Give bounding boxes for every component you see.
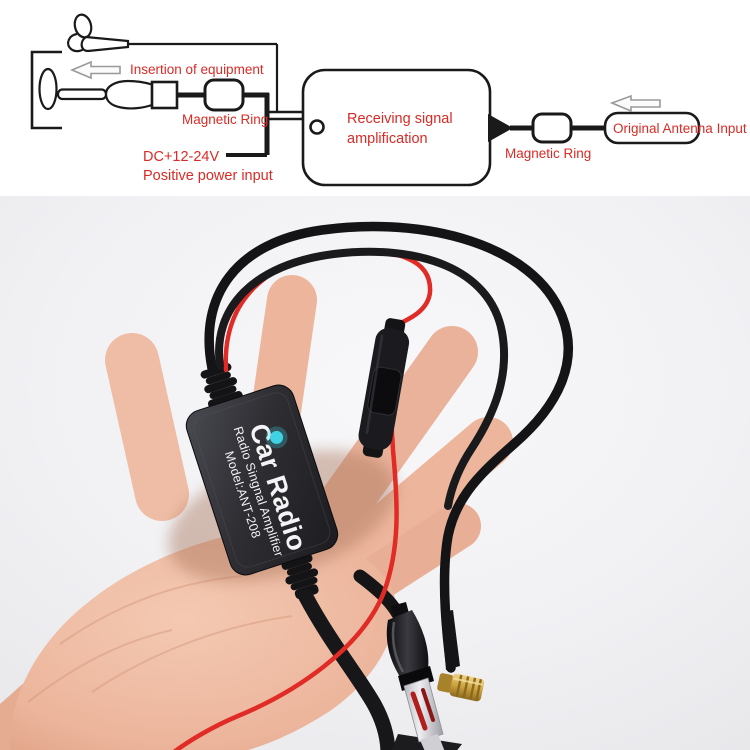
din-tip	[420, 734, 445, 750]
bottom-output-cable	[298, 589, 396, 750]
antenna-input-label: Original Antenna Input	[613, 121, 747, 136]
amplifier-box-symbol	[301, 68, 492, 187]
thumb	[105, 333, 189, 521]
amplifier-label-line2: amplification	[347, 131, 428, 147]
radio-socket-symbol	[30, 50, 62, 130]
smb-elbow	[437, 673, 454, 693]
antenna-input-box	[603, 111, 701, 145]
antenna-plug-symbol	[56, 79, 179, 110]
smb-ribs	[455, 674, 483, 701]
insertion-label: Insertion of equipment	[130, 62, 264, 77]
product-photo: Car Radio Radio Singnal Amplifier Model:…	[0, 196, 750, 750]
power-label-line2: Positive power input	[143, 168, 273, 184]
led-indicator	[270, 430, 284, 444]
device-face-edge	[193, 392, 331, 568]
device-body	[185, 384, 339, 576]
connector-cone-symbol	[488, 114, 513, 142]
power-label-line1: DC+12-24V	[143, 149, 219, 165]
amplifier-device: Car Radio Radio Singnal Amplifier Model:…	[185, 363, 339, 600]
left-arrow-icon	[69, 60, 121, 80]
magnetic-ring-left-symbol	[203, 78, 245, 112]
din-antenna-plug	[386, 602, 462, 750]
fuse-holder	[358, 318, 410, 458]
car-antenna-symbol	[67, 13, 279, 112]
wiring-diagram: Insertion of equipment Magnetic Ring DC+…	[0, 0, 750, 196]
black-coax-outer-loop	[204, 221, 574, 673]
magnetic-ring-right-symbol	[531, 112, 573, 144]
smb-connector-gold	[437, 673, 485, 702]
amplifier-led-symbol	[309, 119, 325, 135]
smb-cable-sleeve	[441, 610, 460, 670]
din-red-slot-1	[410, 691, 428, 731]
left-arrow-icon-2	[609, 94, 661, 113]
magnetic-ring-left-label: Magnetic Ring	[182, 112, 268, 127]
amplifier-label-line1: Receiving signal	[347, 111, 453, 127]
black-cable-inner-loop	[215, 247, 509, 510]
din-red-slot-2	[421, 688, 435, 722]
magnetic-ring-right-label: Magnetic Ring	[505, 146, 591, 161]
wire-pair-into-amplifier	[266, 110, 304, 121]
